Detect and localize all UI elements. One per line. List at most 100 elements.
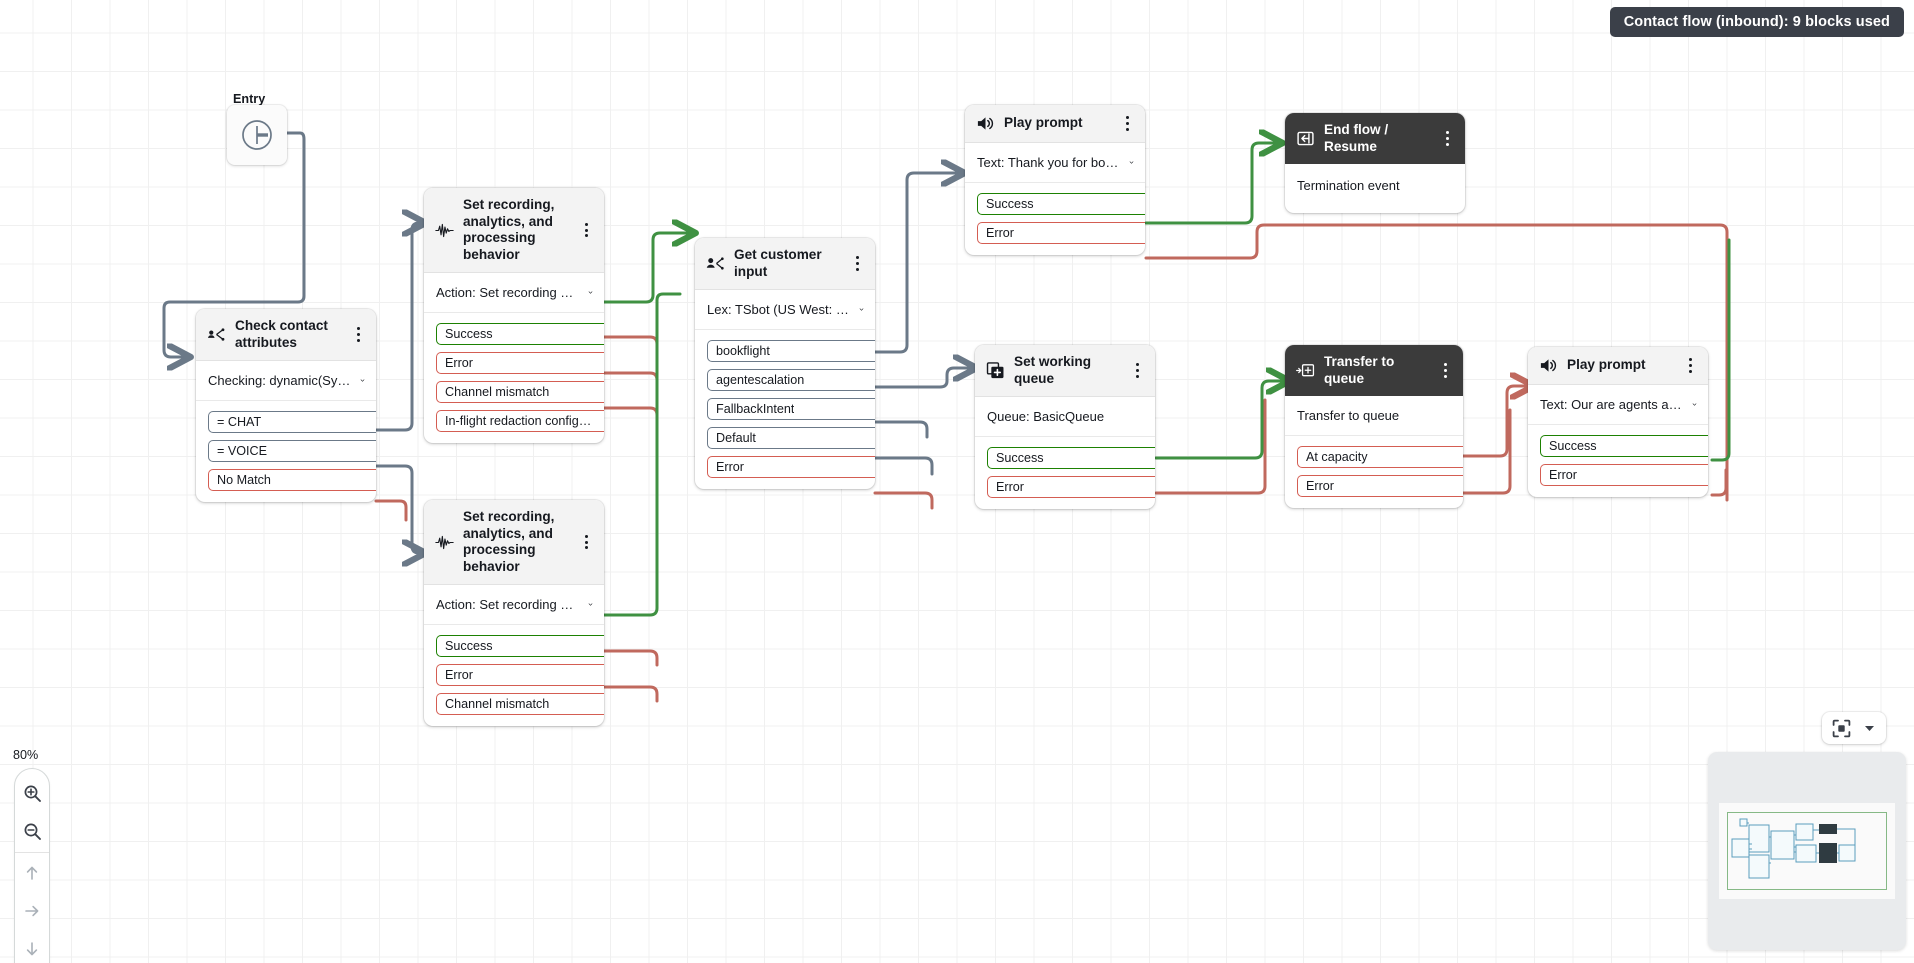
block-header[interactable]: Set recording, analytics, and processing…: [424, 188, 604, 274]
waveform-icon: [435, 223, 454, 237]
block-menu-icon[interactable]: [579, 221, 593, 239]
block-title: Get customer input: [734, 247, 822, 279]
zoom-out-button[interactable]: [15, 812, 49, 850]
pan-up-button[interactable]: [15, 854, 49, 892]
block-transfer-to-queue[interactable]: Transfer to queue Transfer to queue At c…: [1285, 345, 1463, 509]
block-header[interactable]: Set recording, analytics, and processing…: [424, 500, 604, 586]
entry-point-icon: [242, 120, 272, 150]
block-header[interactable]: Get customer input: [695, 238, 875, 291]
port-success[interactable]: Success: [436, 635, 604, 658]
port-success[interactable]: Success: [1540, 435, 1708, 457]
port-at-capacity[interactable]: At capacity: [1297, 446, 1463, 469]
block-header[interactable]: End flow / Resume: [1285, 113, 1465, 165]
port-success[interactable]: Success: [987, 447, 1155, 470]
block-check-contact-attributes[interactable]: Check contact attributes Checking: dynam…: [196, 309, 376, 503]
block-title: Set recording, analytics, and processing…: [463, 197, 555, 262]
port-error[interactable]: Error: [1540, 464, 1708, 486]
port-error[interactable]: Error: [436, 352, 604, 375]
port-agentescalation[interactable]: agentescalation: [707, 369, 875, 392]
zoom-in-button[interactable]: [15, 774, 49, 812]
port-inflight-redaction[interactable]: In-flight redaction configur...: [436, 410, 604, 433]
block-set-working-queue[interactable]: Set working queue Queue: BasicQueue Succ…: [975, 345, 1155, 510]
minimap-thumbnail: [1731, 818, 1856, 879]
block-subtitle-row[interactable]: Text: Thank you for boo...: [965, 143, 1145, 183]
zoom-control-stack[interactable]: [14, 768, 50, 963]
block-play-prompt-agents[interactable]: Play prompt Text: Our are agents are... …: [1528, 347, 1708, 497]
pan-down-button[interactable]: [15, 930, 49, 963]
block-subtitle: Queue: BasicQueue: [987, 409, 1105, 425]
minimap-toolbar[interactable]: [1822, 712, 1886, 744]
chevron-down-icon[interactable]: [1684, 398, 1697, 411]
block-get-customer-input[interactable]: Get customer input Lex: TSbot (US West: …: [695, 238, 875, 490]
block-header[interactable]: Set working queue: [975, 345, 1155, 398]
block-ports: Success Error Channel mismatch: [424, 625, 604, 726]
block-menu-icon[interactable]: [1440, 130, 1454, 148]
block-play-prompt-thanks[interactable]: Play prompt Text: Thank you for boo... S…: [965, 105, 1145, 255]
port-success[interactable]: Success: [977, 193, 1145, 215]
port-error[interactable]: Error: [436, 664, 604, 687]
port-bookflight[interactable]: bookflight: [707, 340, 875, 363]
block-menu-icon[interactable]: [1120, 115, 1134, 133]
port-chat[interactable]: = CHAT: [208, 411, 376, 434]
block-subtitle: Action: Set recording and...: [436, 285, 580, 301]
block-subtitle: Text: Our are agents are...: [1540, 397, 1684, 412]
customer-input-icon: [706, 257, 724, 270]
entry-node[interactable]: [227, 105, 287, 165]
port-fallbackintent[interactable]: FallbackIntent: [707, 398, 875, 421]
block-ports: At capacity Error: [1285, 436, 1463, 508]
block-end-flow-resume[interactable]: End flow / Resume Termination event: [1285, 113, 1465, 214]
port-default[interactable]: Default: [707, 427, 875, 450]
block-menu-icon[interactable]: [351, 326, 365, 344]
minimap-viewport[interactable]: [1727, 812, 1887, 890]
chevron-down-icon[interactable]: [352, 374, 365, 387]
port-success[interactable]: Success: [436, 323, 604, 346]
block-title: Play prompt: [1567, 357, 1646, 373]
zoom-out-icon: [24, 823, 41, 840]
block-menu-icon[interactable]: [579, 533, 593, 551]
chevron-down-icon[interactable]: [580, 286, 593, 299]
block-subtitle-row[interactable]: Action: Set recording and...: [424, 585, 604, 626]
block-subtitle-row[interactable]: Action: Set recording and...: [424, 273, 604, 314]
block-set-recording-bottom[interactable]: Set recording, analytics, and processing…: [424, 500, 604, 727]
block-header[interactable]: Transfer to queue: [1285, 345, 1463, 397]
block-header[interactable]: Play prompt: [965, 105, 1145, 143]
port-error[interactable]: Error: [987, 476, 1155, 499]
block-menu-icon[interactable]: [850, 255, 864, 273]
block-subtitle-row[interactable]: Checking: dynamic(Syste...: [196, 361, 376, 402]
block-header[interactable]: Play prompt: [1528, 347, 1708, 385]
port-no-match[interactable]: No Match: [208, 469, 376, 492]
block-menu-icon[interactable]: [1130, 362, 1144, 380]
block-subtitle-row[interactable]: Text: Our are agents are...: [1528, 385, 1708, 425]
port-voice[interactable]: = VOICE: [208, 440, 376, 463]
minimap-panel[interactable]: [1708, 752, 1906, 950]
transfer-queue-icon: [1296, 364, 1315, 377]
fit-to-screen-icon[interactable]: [1832, 719, 1851, 738]
block-header[interactable]: Check contact attributes: [196, 309, 376, 362]
block-title: Play prompt: [1004, 115, 1083, 131]
port-channel-mismatch[interactable]: Channel mismatch: [436, 693, 604, 716]
block-title: Check contact attributes: [235, 318, 328, 350]
chevron-down-icon[interactable]: [580, 598, 593, 611]
speaker-icon: [1540, 359, 1557, 372]
block-subtitle-row: Queue: BasicQueue: [975, 397, 1155, 438]
block-title: End flow / Resume: [1324, 122, 1389, 154]
block-ports: = CHAT = VOICE No Match: [196, 401, 376, 502]
port-error[interactable]: Error: [977, 222, 1145, 244]
block-title: Set working queue: [1014, 354, 1092, 386]
pan-right-button[interactable]: [15, 892, 49, 930]
block-subtitle: Checking: dynamic(Syste...: [208, 373, 352, 389]
block-menu-icon[interactable]: [1438, 362, 1452, 380]
block-subtitle-row[interactable]: Lex: TSbot (US West: Or...: [695, 290, 875, 331]
chevron-down-icon[interactable]: [1121, 156, 1134, 169]
block-set-recording-top[interactable]: Set recording, analytics, and processing…: [424, 188, 604, 444]
chevron-down-icon[interactable]: [1863, 722, 1876, 735]
chevron-down-icon[interactable]: [851, 303, 864, 316]
speaker-icon: [977, 117, 994, 130]
port-channel-mismatch[interactable]: Channel mismatch: [436, 381, 604, 404]
entry-label: Entry: [233, 92, 266, 106]
block-subtitle: Transfer to queue: [1297, 408, 1400, 424]
block-menu-icon[interactable]: [1683, 357, 1697, 375]
port-error[interactable]: Error: [1297, 475, 1463, 498]
port-error[interactable]: Error: [707, 456, 875, 479]
